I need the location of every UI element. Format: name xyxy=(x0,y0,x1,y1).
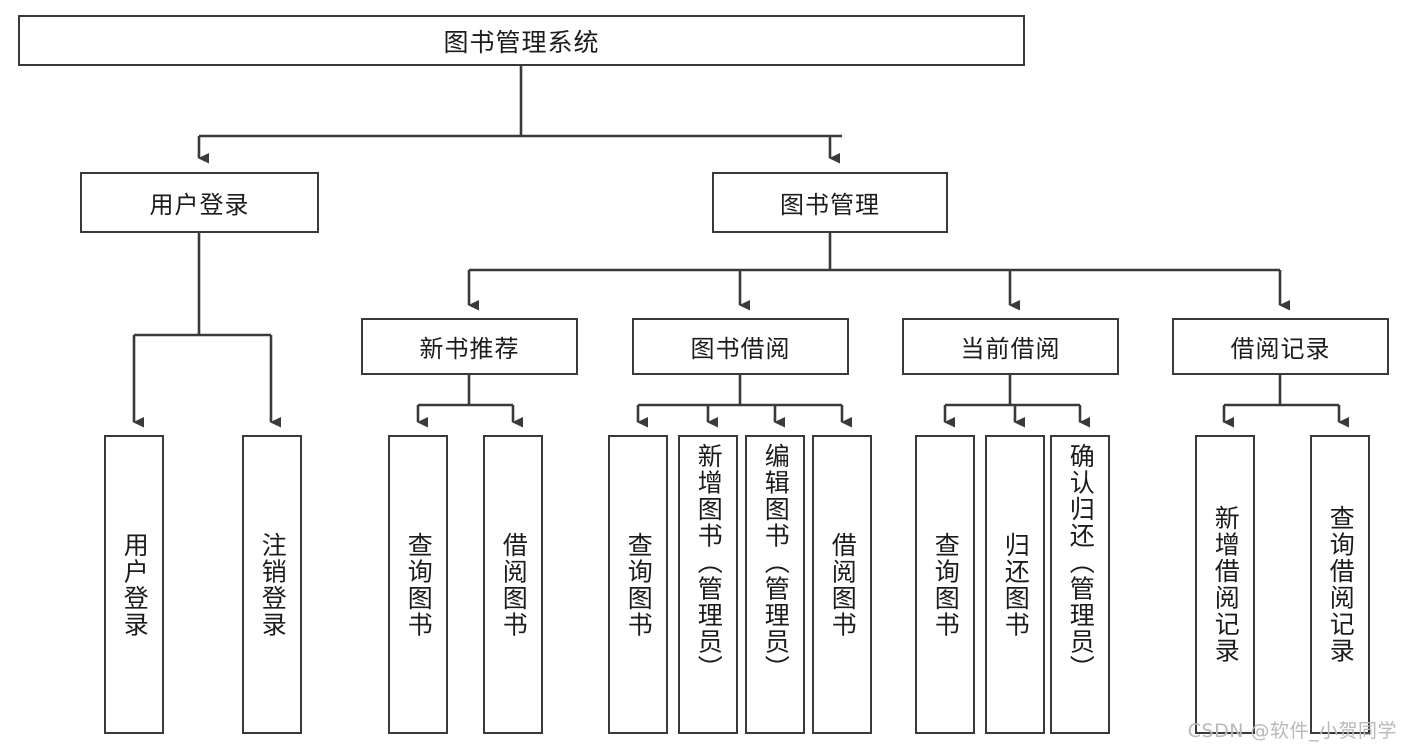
leaf-new-book-borrow[interactable]: 借阅图书 xyxy=(483,435,543,734)
node-current-borrow-label: 当前借阅 xyxy=(960,335,1061,363)
node-root-system[interactable]: 图书管理系统 xyxy=(18,15,1025,66)
leaf-current-return-book[interactable]: 归还图书 xyxy=(985,435,1045,734)
leaf-record-add-label: 新增借阅记录 xyxy=(1211,505,1241,664)
node-book-management-label: 图书管理 xyxy=(780,191,880,219)
leaf-current-confirm-return[interactable]: 确认归还（管理员） xyxy=(1050,435,1110,734)
leaf-current-query-book-label: 查询图书 xyxy=(931,531,961,638)
node-root-label: 图书管理系统 xyxy=(443,27,600,57)
leaf-borrow-add-book-label: 新增图书（管理员） xyxy=(694,443,724,682)
node-borrow-record-label: 借阅记录 xyxy=(1230,335,1331,363)
leaf-borrow-query-book[interactable]: 查询图书 xyxy=(608,435,668,734)
node-book-management[interactable]: 图书管理 xyxy=(712,172,948,233)
node-borrow-record[interactable]: 借阅记录 xyxy=(1172,318,1389,375)
leaf-current-return-book-label: 归还图书 xyxy=(1001,531,1031,638)
node-new-book-recommend-label: 新书推荐 xyxy=(419,335,520,363)
leaf-borrow-add-book[interactable]: 新增图书（管理员） xyxy=(678,435,738,734)
node-book-borrow-label: 图书借阅 xyxy=(690,335,791,363)
leaf-borrow-query-book-label: 查询图书 xyxy=(624,531,654,638)
csdn-watermark: CSDN @软件_小贺同学 xyxy=(1187,720,1397,742)
leaf-borrow-edit-book[interactable]: 编辑图书（管理员） xyxy=(745,435,805,734)
node-book-borrow[interactable]: 图书借阅 xyxy=(632,318,849,375)
node-user-login-label: 用户登录 xyxy=(149,191,250,219)
node-user-login[interactable]: 用户登录 xyxy=(80,172,319,233)
leaf-record-add[interactable]: 新增借阅记录 xyxy=(1195,435,1255,734)
leaf-user-login-logout[interactable]: 注销登录 xyxy=(242,435,302,734)
leaf-current-query-book[interactable]: 查询图书 xyxy=(915,435,975,734)
leaf-new-book-borrow-label: 借阅图书 xyxy=(499,531,529,638)
leaf-borrow-borrow-book[interactable]: 借阅图书 xyxy=(812,435,872,734)
leaf-borrow-edit-book-label: 编辑图书（管理员） xyxy=(761,443,791,682)
leaf-user-login-login[interactable]: 用户登录 xyxy=(104,435,164,734)
node-current-borrow[interactable]: 当前借阅 xyxy=(902,318,1119,375)
leaf-user-login-logout-label: 注销登录 xyxy=(258,531,288,638)
node-new-book-recommend[interactable]: 新书推荐 xyxy=(361,318,578,375)
leaf-record-query[interactable]: 查询借阅记录 xyxy=(1310,435,1370,734)
leaf-borrow-borrow-book-label: 借阅图书 xyxy=(828,531,858,638)
leaf-new-book-query-label: 查询图书 xyxy=(404,531,434,638)
leaf-current-confirm-return-label: 确认归还（管理员） xyxy=(1066,443,1096,682)
leaf-new-book-query[interactable]: 查询图书 xyxy=(388,435,448,734)
leaf-user-login-login-label: 用户登录 xyxy=(120,531,150,638)
leaf-record-query-label: 查询借阅记录 xyxy=(1326,505,1356,664)
